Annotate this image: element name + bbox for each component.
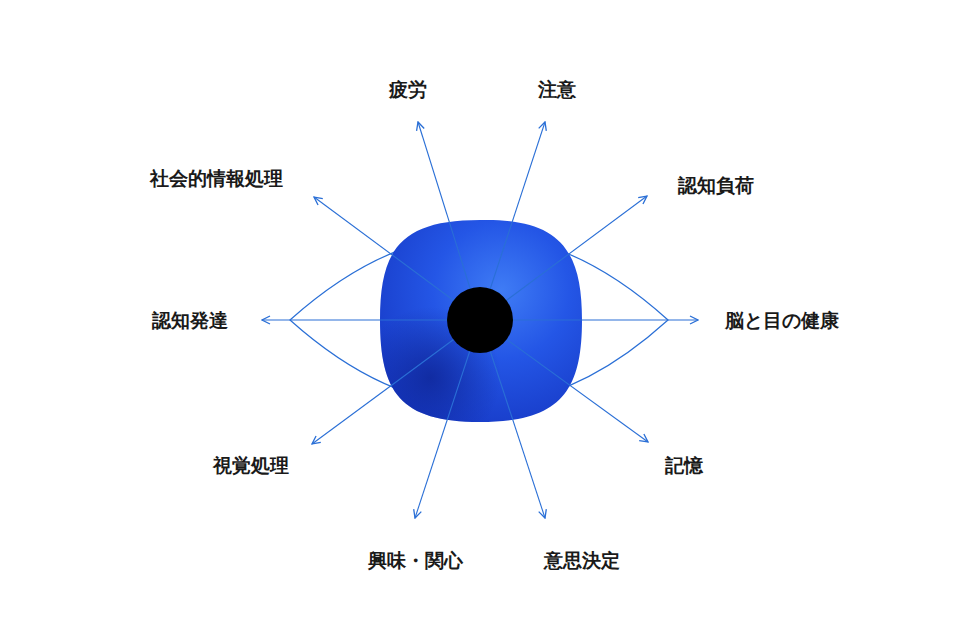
- iris-shade: [380, 220, 582, 422]
- iris: [380, 220, 582, 422]
- concept-label: 疲労: [389, 78, 427, 101]
- concept-label: 注意: [538, 78, 576, 101]
- concept-label: 社会的情報処理: [150, 167, 283, 190]
- concept-label: 記憶: [665, 454, 703, 477]
- concept-label: 認知発達: [152, 309, 228, 332]
- arrows: [262, 122, 698, 518]
- pupil: [447, 287, 513, 353]
- concept-label: 興味・関心: [368, 549, 463, 572]
- concept-label: 視覚処理: [213, 454, 289, 477]
- concept-label: 意思決定: [544, 549, 620, 572]
- concept-label: 認知負荷: [678, 174, 754, 197]
- concept-label: 脳と目の健康: [725, 309, 839, 332]
